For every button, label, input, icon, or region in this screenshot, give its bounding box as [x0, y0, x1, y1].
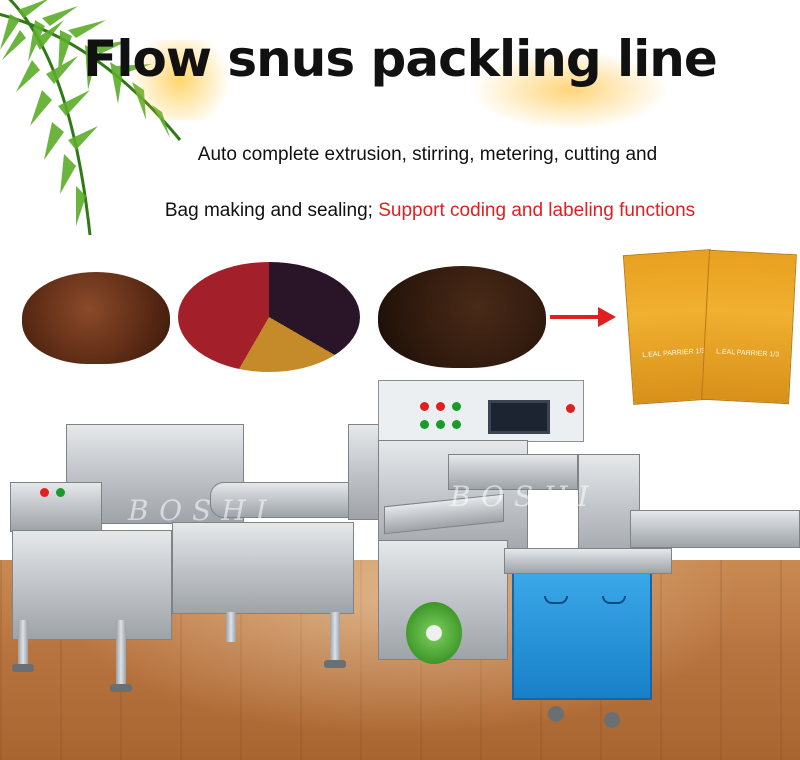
- machine-leg: [226, 612, 236, 642]
- brand-watermark: BOSHI: [128, 494, 277, 527]
- machine-foot: [110, 684, 132, 692]
- title-glow: [120, 40, 240, 120]
- emergency-stop-icon: [420, 402, 429, 411]
- ground-coffee-heap: [378, 266, 546, 368]
- machine-foot: [324, 660, 346, 668]
- caster-wheel: [548, 706, 564, 722]
- power-indicator-icon: [40, 488, 49, 497]
- control-button-icon: [452, 402, 461, 411]
- extruder-barrel: [210, 482, 370, 518]
- outfeed-conveyor: [630, 510, 800, 548]
- arrow-right-icon: [550, 307, 616, 327]
- blue-cabinet: [512, 572, 652, 700]
- title-glow: [470, 50, 670, 130]
- page-title: Flow snus packling line: [83, 30, 718, 88]
- package-label: L.EAL PARRIER 1/3: [715, 348, 780, 359]
- control-button-icon: [436, 402, 445, 411]
- dried-fruit-plate: [178, 262, 360, 372]
- cabinet-handle: [602, 596, 626, 604]
- mixer-cabinet: [12, 530, 172, 640]
- extruder-base: [172, 522, 354, 614]
- cabinet-handle: [544, 596, 568, 604]
- control-button-icon: [452, 420, 461, 429]
- control-panel: [378, 380, 584, 442]
- sealing-head: [448, 454, 578, 490]
- snus-package: L.EAL PARRIER 1/3: [701, 249, 797, 405]
- subtitle-text: Bag making and sealing;: [164, 200, 379, 221]
- packaging-film-roll: [406, 602, 462, 664]
- machine-leg: [18, 620, 28, 668]
- caster-wheel: [604, 712, 620, 728]
- wrapper-tower: [578, 454, 640, 564]
- control-button-icon: [420, 420, 429, 429]
- subtitle-highlight: Support coding and labeling functions: [378, 200, 696, 221]
- alarm-light-icon: [566, 404, 575, 413]
- machine-leg: [330, 612, 340, 662]
- touch-screen: [488, 400, 550, 434]
- machine-leg: [116, 620, 126, 686]
- subtitle-line-2: Bag making and sealing; Support coding a…: [0, 200, 800, 222]
- control-button-icon: [436, 420, 445, 429]
- power-indicator-icon: [56, 488, 65, 497]
- brand-watermark: BOSHI: [450, 480, 599, 513]
- subtitle-line-1: Auto complete extrusion, stirring, meter…: [197, 144, 658, 165]
- cabinet-frame: [504, 548, 672, 574]
- machine-foot: [12, 664, 34, 672]
- tobacco-powder-heap: [22, 272, 170, 364]
